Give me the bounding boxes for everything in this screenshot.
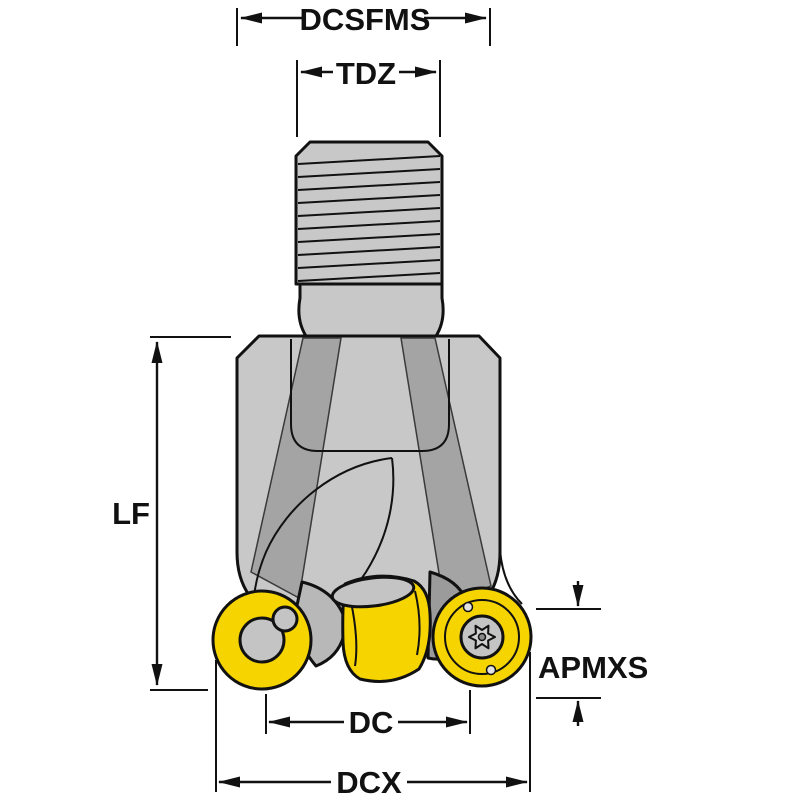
body-right-head-edge: [499, 549, 523, 605]
dim-lf: LF: [112, 336, 231, 691]
cutter-body: [235, 334, 523, 621]
thread-line: [297, 181, 441, 191]
wrench-flat-line: [290, 339, 450, 452]
left-insert-bore: [238, 616, 286, 664]
right-insert-dimple-bottom: [485, 664, 497, 676]
dim-label-dcx: DCX: [336, 765, 402, 800]
dim-label-apmxs: APMXS: [538, 650, 648, 685]
dim-apmxs: APMXS: [536, 581, 648, 726]
left-insert: [211, 589, 313, 691]
left-insert-clamp-knob: [271, 605, 299, 633]
thread-line: [297, 194, 441, 204]
right-insert-ring: [444, 599, 520, 675]
thread-line: [297, 246, 441, 256]
center-insert-edge-arc-right: [414, 590, 421, 656]
thread-line: [297, 259, 441, 269]
thread-line: [297, 207, 441, 217]
dim-label-tdz: TDZ: [336, 56, 396, 91]
threaded-shank: [294, 140, 444, 286]
dim-tdz: TDZ: [296, 56, 441, 137]
right-insert-dimple-top: [462, 601, 474, 613]
center-insert-seat-washer: [330, 575, 416, 609]
dim-dc: DC: [265, 690, 471, 740]
dim-dcsfms: DCSFMS: [236, 2, 491, 46]
thread-crest-lines: [297, 155, 441, 282]
dimensions: DCSFMS TDZ LF DC DCX: [112, 2, 648, 800]
thread-line: [297, 168, 441, 178]
thread-line: [297, 272, 441, 282]
center-insert-edge-arc-left: [350, 601, 358, 667]
thread-line: [297, 220, 441, 230]
thread-line: [297, 233, 441, 243]
dim-label-dcsfms: DCSFMS: [300, 2, 431, 37]
thread-line: [297, 155, 441, 165]
right-insert: [431, 586, 533, 688]
torx-center-dot: [477, 632, 487, 642]
flute-right: [400, 337, 492, 606]
dim-label-lf: LF: [112, 496, 150, 531]
cutting-head: [211, 570, 533, 691]
shank-collar: [297, 282, 445, 338]
center-insert: [330, 574, 432, 683]
dim-dcx: DCX: [215, 652, 531, 800]
dim-label-dc: DC: [349, 705, 394, 740]
